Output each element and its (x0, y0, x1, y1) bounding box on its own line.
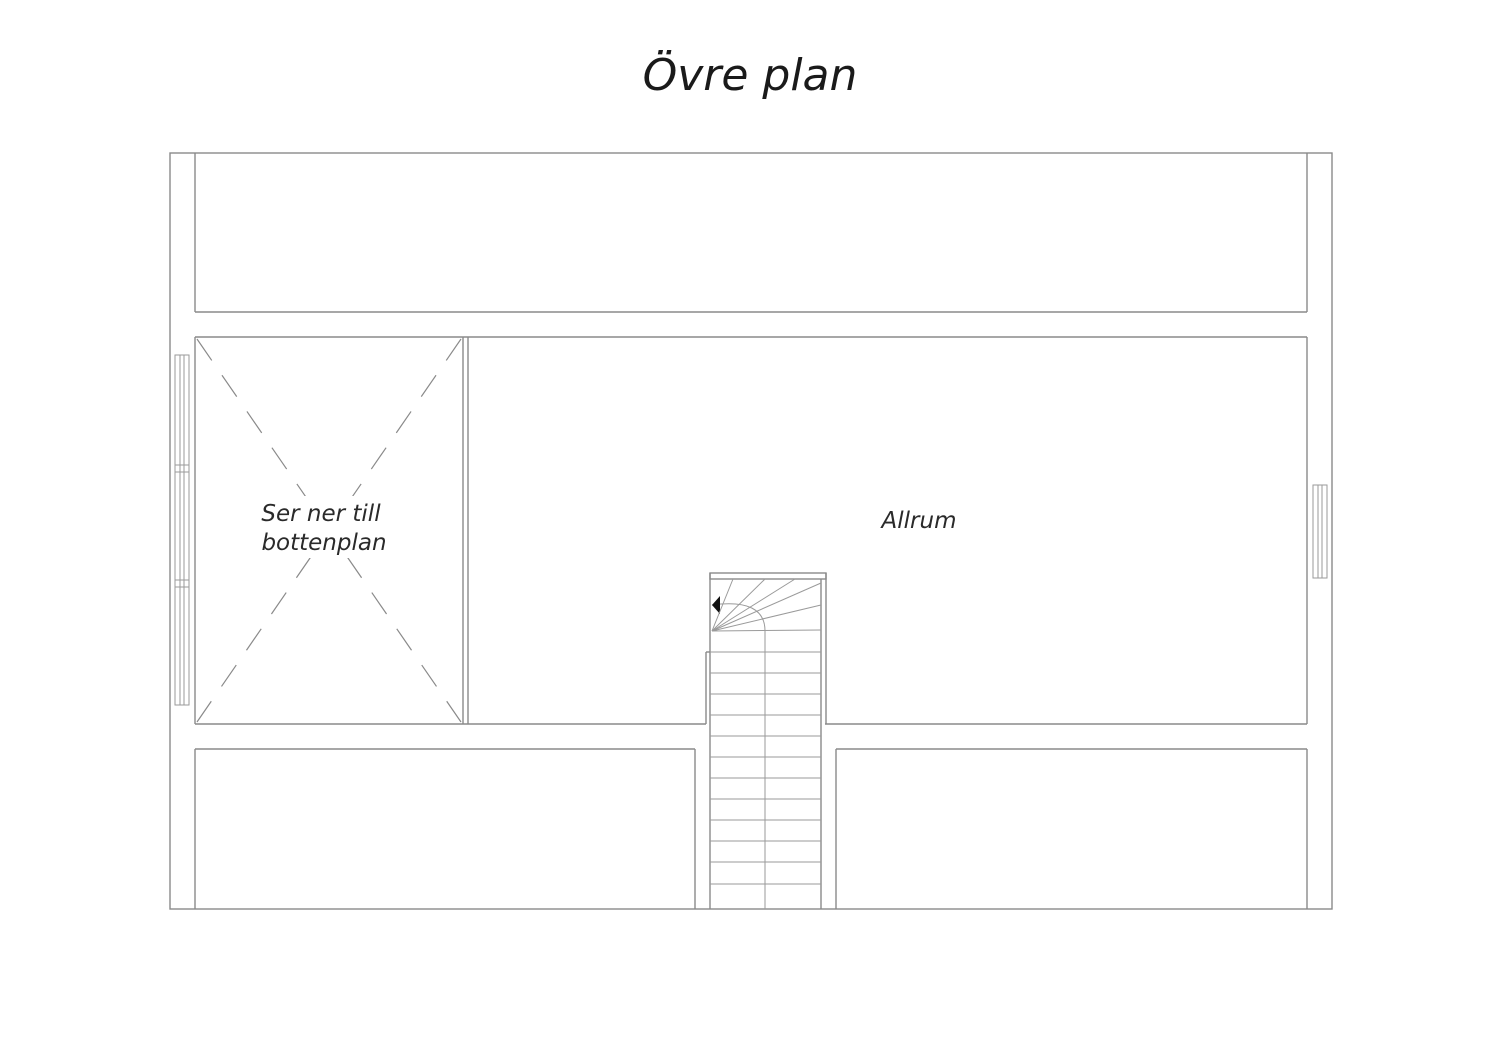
void-label-line2: bottenplan (261, 530, 386, 556)
right-window (1312, 484, 1328, 579)
left-window-frame (174, 354, 190, 706)
stair-winder-tread (711, 578, 796, 632)
page-title: Övre plan (643, 49, 858, 101)
stair-winder-tread (711, 604, 822, 632)
stair-winder-tread (711, 629, 822, 632)
stair-direction-arrow-icon (712, 596, 720, 614)
right-window-frame (1312, 484, 1328, 579)
void-label-backdrop (255, 496, 395, 558)
stair-walkline (711, 603, 766, 632)
outer-wall-outline (169, 152, 1333, 910)
outer-walls (169, 152, 1333, 910)
allrum-label: Allrum (880, 508, 957, 534)
stair-winder-tread (711, 582, 822, 632)
stair-winder-tread (711, 578, 766, 632)
staircase (705, 572, 827, 909)
stair-winder-tread (711, 578, 734, 632)
left-window (174, 354, 190, 706)
stair-top-rail (709, 572, 827, 580)
middle-floor (195, 723, 1307, 909)
top-storage-space (195, 311, 1307, 338)
void-label-line1: Ser ner till (261, 501, 381, 527)
